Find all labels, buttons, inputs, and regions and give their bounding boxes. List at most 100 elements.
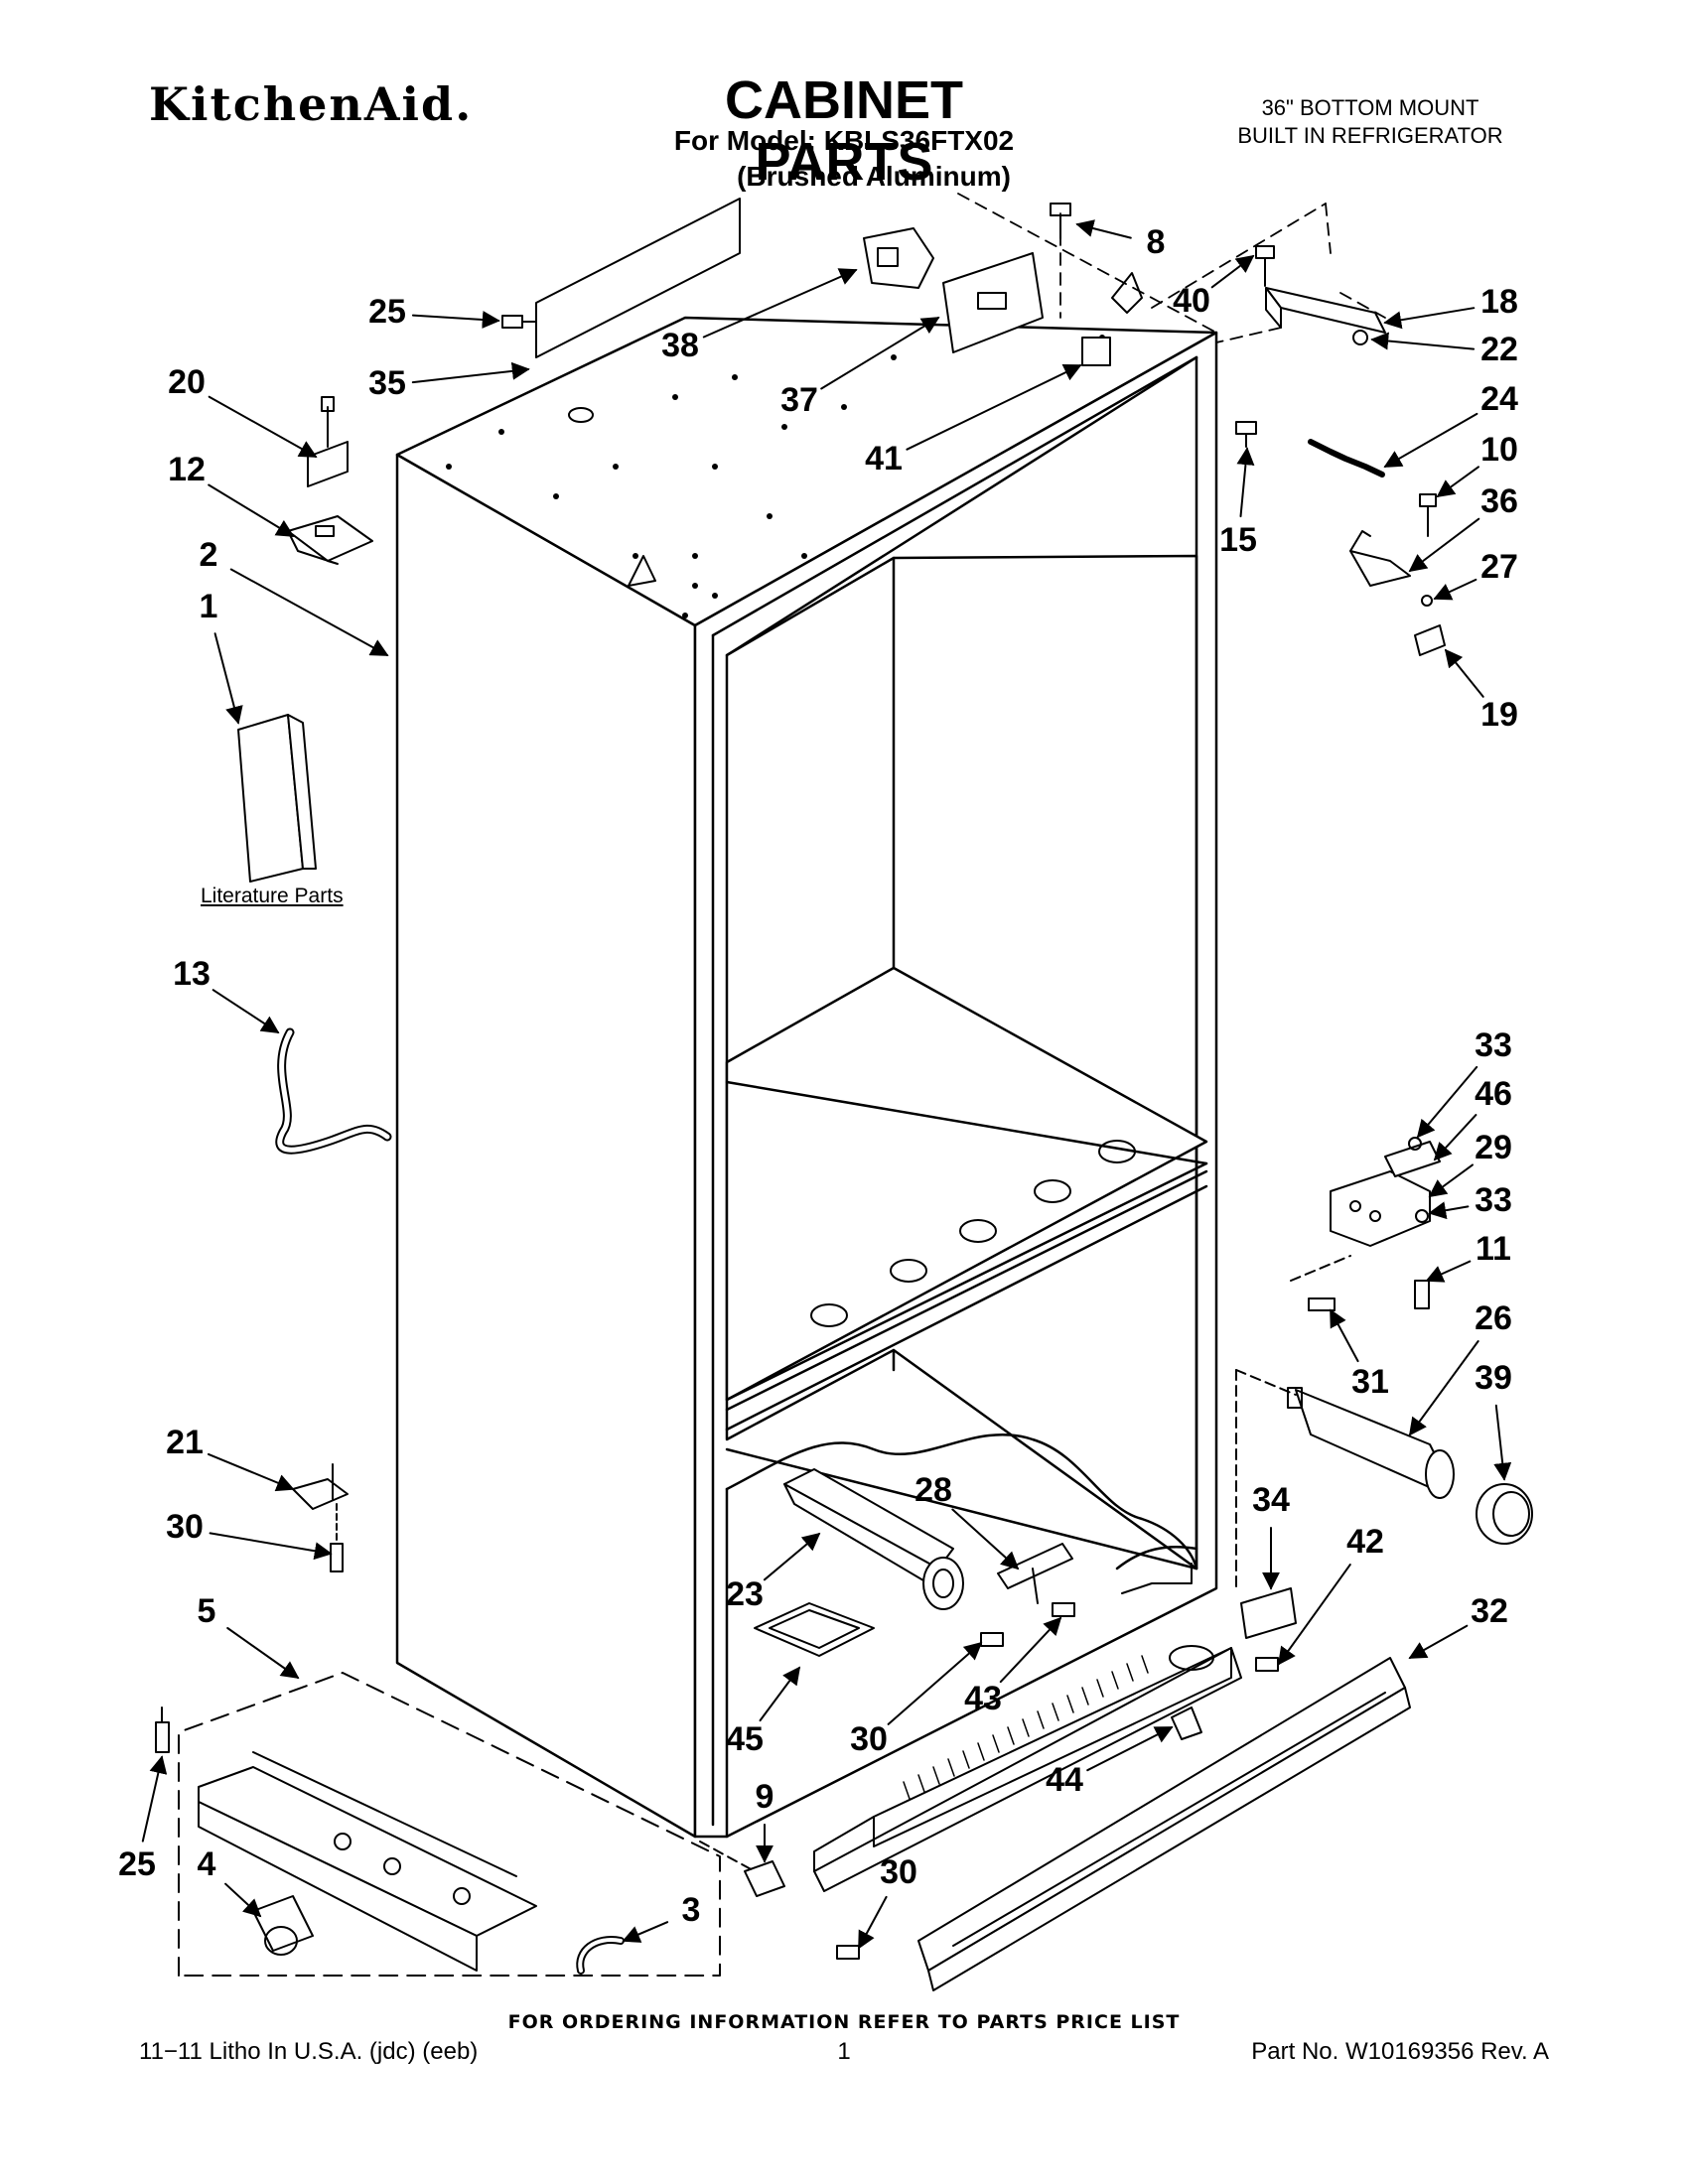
callout-44: 44	[1046, 1726, 1174, 1799]
washer-33-top	[1408, 1137, 1422, 1151]
leader-line	[1433, 1114, 1477, 1161]
leader-line	[1436, 466, 1479, 498]
rear-flange	[535, 198, 741, 358]
leader-line	[763, 1532, 821, 1581]
leader-line	[999, 1616, 1062, 1684]
guide-filter	[1235, 1369, 1297, 1396]
callout-26: 26	[1408, 1299, 1512, 1436]
callout-42: 42	[1277, 1523, 1384, 1666]
callout-number: 33	[1475, 1181, 1512, 1219]
leader-line	[702, 268, 858, 339]
callout-number: 13	[173, 955, 211, 993]
screw-40	[1255, 245, 1275, 287]
callout-number: 30	[880, 1853, 917, 1891]
leader-line	[820, 317, 940, 390]
callout-number: 8	[1147, 223, 1166, 261]
drain-tube	[275, 1027, 392, 1155]
callout-41: 41	[865, 363, 1082, 478]
ordering-note: FOR ORDERING INFORMATION REFER TO PARTS …	[507, 2011, 1181, 2033]
litho-line: 11−11 Litho In U.S.A. (jdc) (eeb)	[139, 2038, 479, 2065]
callout-number: 26	[1475, 1299, 1512, 1337]
leader-line	[229, 568, 389, 656]
leader-line	[208, 483, 295, 537]
leader-line	[1408, 1624, 1469, 1659]
leader-line	[208, 395, 318, 458]
leader-line	[887, 1641, 983, 1725]
callout-27: 27	[1433, 548, 1518, 601]
callout-number: 11	[1476, 1230, 1511, 1268]
sensor-part	[1081, 337, 1111, 366]
leader-line	[1370, 332, 1476, 350]
callout-25a: 25	[368, 293, 500, 331]
guide-hinge	[1290, 1255, 1351, 1282]
callout-34: 34	[1252, 1481, 1290, 1590]
callout-38: 38	[661, 268, 858, 364]
literature-booklet	[237, 714, 317, 883]
callout-36: 36	[1408, 482, 1518, 573]
leader-line	[208, 1452, 295, 1492]
leader-line	[1277, 1564, 1351, 1666]
nut-22	[1352, 330, 1368, 345]
callout-number: 23	[726, 1575, 764, 1613]
bottom-hinge-29	[1330, 1170, 1431, 1247]
leader-line	[1408, 1340, 1479, 1436]
callout-8: 8	[1075, 219, 1166, 261]
callout-number: 25	[368, 293, 406, 331]
callout-33a: 33	[1416, 1026, 1512, 1139]
callout-number: 31	[1351, 1363, 1389, 1401]
toe-grille-32	[917, 1657, 1411, 1991]
callout-number: 20	[168, 363, 206, 401]
callout-11: 11	[1425, 1230, 1511, 1283]
spring-24	[1308, 439, 1385, 478]
leader-line	[1075, 219, 1132, 239]
callout-2: 2	[200, 536, 389, 656]
callout-46: 46	[1433, 1075, 1512, 1161]
screw-43	[1052, 1602, 1075, 1617]
callout-number: 22	[1480, 331, 1518, 368]
callout-39: 39	[1475, 1359, 1512, 1481]
callout-number: 34	[1252, 1481, 1290, 1519]
hinge-bracket-36	[1349, 530, 1411, 587]
brand-logo: KitchenAid.	[149, 77, 474, 131]
callout-number: 30	[166, 1508, 204, 1546]
callout-19: 19	[1444, 648, 1518, 734]
screw-25-top	[501, 315, 537, 329]
screw-30-mid	[980, 1632, 1004, 1647]
leader-line	[1210, 254, 1255, 289]
top-grommet	[568, 407, 594, 423]
clip-part	[307, 396, 349, 487]
callout-30a: 30	[166, 1508, 333, 1561]
leader-line	[226, 1627, 300, 1680]
drain-hose-3	[576, 1936, 625, 1975]
screw-30-left	[330, 1503, 344, 1572]
filter-cap	[1476, 1483, 1533, 1545]
callout-5: 5	[198, 1592, 300, 1680]
leader-line	[411, 361, 530, 384]
callout-number: 24	[1480, 380, 1518, 418]
callout-number: 37	[780, 381, 818, 419]
callout-number: 45	[726, 1720, 764, 1758]
leader-line	[1433, 578, 1477, 601]
callout-number: 3	[682, 1891, 701, 1929]
callout-35: 35	[368, 361, 530, 402]
callout-number: 38	[661, 327, 699, 364]
callout-30d: 30	[858, 1853, 917, 1950]
callout-23: 23	[726, 1532, 821, 1613]
callout-25b: 25	[118, 1755, 168, 1883]
clip-21	[292, 1463, 349, 1510]
washer-33-bottom	[1415, 1209, 1429, 1223]
shelf-holes	[810, 1140, 1136, 1327]
leader-line	[1428, 1201, 1470, 1220]
callout-number: 27	[1480, 548, 1518, 586]
leader-line	[224, 1882, 262, 1918]
leader-line	[211, 989, 280, 1033]
product-type-line-1: 36" BOTTOM MOUNT	[1261, 95, 1479, 120]
callout-22: 22	[1370, 331, 1518, 368]
callout-15: 15	[1219, 447, 1257, 559]
model-line: For Model: KBLS36FTX02	[673, 125, 1015, 156]
screw-30-bottom	[836, 1945, 860, 1960]
callout-number: 2	[200, 536, 218, 574]
leader-line	[411, 311, 500, 329]
